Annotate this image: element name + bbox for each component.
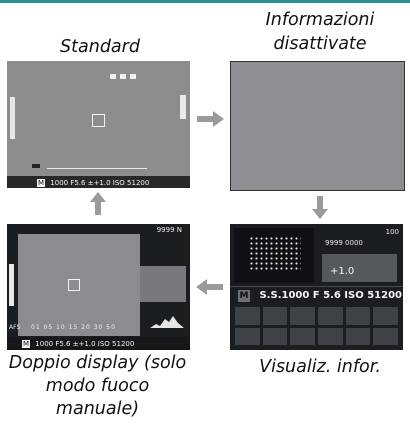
setting-tile xyxy=(317,327,343,345)
focus-frame xyxy=(92,114,105,127)
magnified-view xyxy=(140,266,186,302)
setting-tile xyxy=(262,307,288,325)
arrow-left-icon xyxy=(195,278,223,296)
caption-dual-display: Doppio display (solo modo fuoco manuale) xyxy=(8,353,187,419)
frame-counter: 9999 N xyxy=(156,226,182,234)
right-indicator-icons xyxy=(180,95,186,119)
setting-tile xyxy=(235,327,260,345)
status-bar: M 1000 F5.6 ±+1.0 ISO 51200 xyxy=(7,176,190,188)
af-mode-label: AFS xyxy=(9,324,21,331)
histogram-icon xyxy=(150,316,184,328)
dual-display-screen: 9999 N AFS 01 05 10 15 20 30 50 M 1000 F… xyxy=(7,224,190,350)
mode-indicator: M xyxy=(238,290,250,302)
battery-status: 100 xyxy=(385,228,399,236)
left-indicator-strip xyxy=(9,264,14,306)
arrow-down-icon xyxy=(311,196,329,220)
mode-indicator: M xyxy=(37,179,46,187)
setting-tile xyxy=(345,327,371,345)
status-readout: 1000 F5.6 ±+1.0 ISO 51200 xyxy=(50,179,150,187)
distance-scale: 01 05 10 15 20 30 50 xyxy=(31,324,116,331)
exposure-readout-row: M S.S.1000 F 5.6 ISO 51200 xyxy=(238,290,402,302)
distance-scale xyxy=(47,168,147,173)
setting-tile xyxy=(235,307,260,325)
settings-icon-grid xyxy=(235,307,398,345)
arrow-up-icon xyxy=(89,191,107,215)
focus-point-grid xyxy=(249,236,301,272)
setting-tile xyxy=(345,307,371,325)
exposure-compensation: +1.0 xyxy=(330,266,355,277)
setting-tile xyxy=(290,307,315,325)
mode-indicator: M xyxy=(22,340,31,348)
left-indicator-strip xyxy=(10,97,15,139)
standard-screen: M 1000 F5.6 ±+1.0 ISO 51200 xyxy=(7,61,190,188)
histogram-panel xyxy=(322,254,397,282)
setting-tile xyxy=(290,327,315,345)
af-indicator xyxy=(32,164,40,168)
caption-info-display: Visualiz. infor. xyxy=(259,357,381,377)
divider xyxy=(230,286,403,287)
status-readout: 1000 F5.6 ±+1.0 ISO 51200 xyxy=(35,340,135,348)
arrow-right-icon xyxy=(197,110,225,128)
info-off-screen xyxy=(230,61,405,191)
caption-standard: Standard xyxy=(60,37,140,57)
frame-counter: 9999 0000 xyxy=(325,239,363,247)
focus-point-panel xyxy=(234,228,314,283)
top-status-icons xyxy=(110,64,150,79)
setting-tile xyxy=(373,307,398,325)
status-bar: M 1000 F5.6 ±+1.0 ISO 51200 xyxy=(7,337,190,350)
caption-info-off: Informazioni disattivate xyxy=(265,10,375,54)
setting-tile xyxy=(373,327,398,345)
setting-tile xyxy=(262,327,288,345)
setting-tile xyxy=(317,307,343,325)
top-accent-bar xyxy=(0,0,410,3)
exposure-readout: S.S.1000 F 5.6 ISO 51200 xyxy=(259,290,403,301)
info-display-screen: 100 9999 0000 +1.0 M S.S.1000 F 5.6 ISO … xyxy=(230,224,403,350)
focus-frame xyxy=(68,279,80,291)
